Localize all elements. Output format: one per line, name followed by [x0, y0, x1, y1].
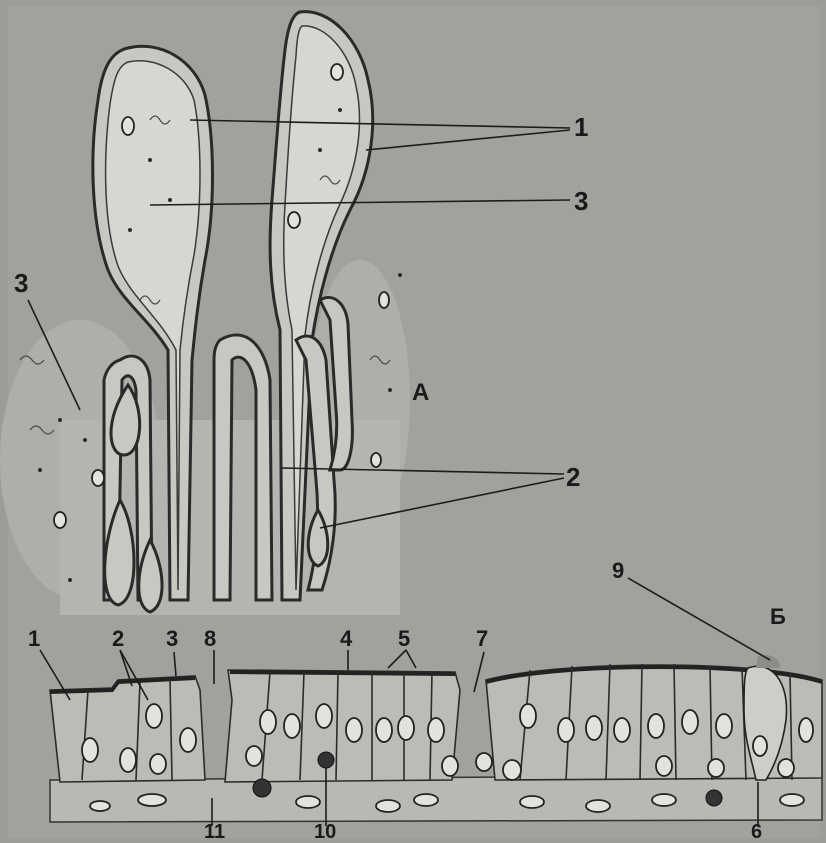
lymphocyte-1 [253, 779, 271, 797]
label-villi-3-left: 3 [14, 268, 28, 298]
label-epi-3: 3 [166, 626, 178, 651]
label-villi-2: 2 [566, 462, 580, 492]
label-epi-7: 7 [476, 626, 488, 651]
label-epi-2: 2 [112, 626, 124, 651]
label-epi-10: 10 [314, 821, 336, 843]
label-part-a: А [412, 379, 429, 406]
label-epi-11: 11 [204, 821, 225, 843]
label-epi-8: 8 [204, 626, 216, 651]
epithelium-group [50, 655, 822, 822]
label-epi-6: 6 [751, 821, 762, 843]
label-epi-9: 9 [612, 558, 624, 583]
label-part-b: Б [770, 604, 786, 629]
lymphocyte-3 [706, 790, 722, 806]
label-epi-5: 5 [398, 626, 410, 651]
label-villi-3-right: 3 [574, 186, 588, 216]
label-epi-1: 1 [28, 626, 40, 651]
label-epi-4: 4 [340, 626, 353, 651]
label-villi-1: 1 [574, 112, 588, 142]
lymphocyte-2 [318, 752, 334, 768]
brush-border-middle [230, 672, 455, 674]
